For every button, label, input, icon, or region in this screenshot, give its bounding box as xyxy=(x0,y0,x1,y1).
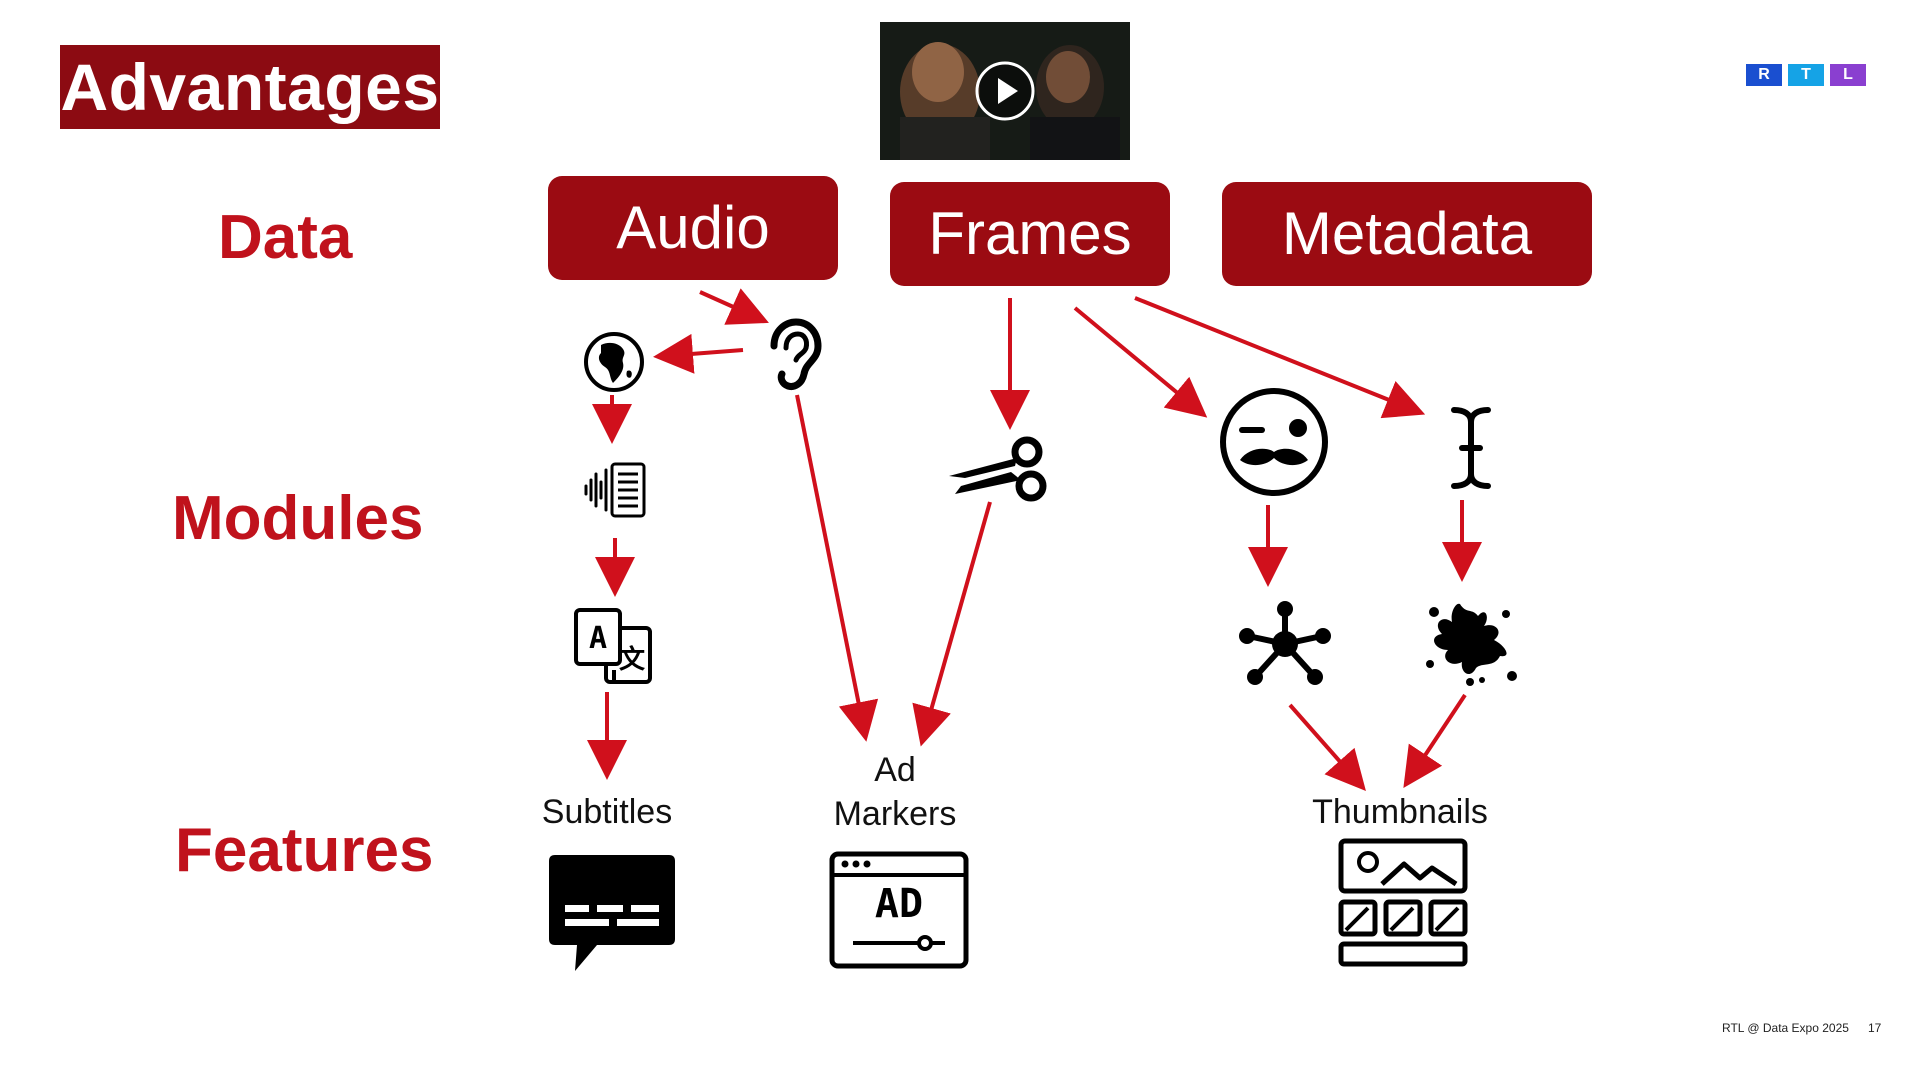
source-audio: Audio xyxy=(548,176,838,280)
svg-text:A: A xyxy=(589,621,607,656)
row-label-data: Data xyxy=(218,203,353,272)
arrow-frames-cursor xyxy=(1134,296,1426,419)
graph-node-icon xyxy=(1239,601,1331,685)
sound-document-icon xyxy=(584,462,646,518)
arrow-splat-thumbnails xyxy=(1403,693,1467,789)
thumbnails-icon xyxy=(1338,838,1468,967)
arrow-graph-thumbnails xyxy=(1288,703,1366,791)
ear-icon xyxy=(770,318,822,390)
arrow-scissors-admarkers xyxy=(912,501,992,747)
ad-marker-icon xyxy=(829,851,969,969)
video-thumbnail[interactable] xyxy=(880,22,1130,160)
svg-text:文: 文 xyxy=(619,644,646,675)
arrow-ear-admarkers xyxy=(795,394,879,742)
source-metadata: Metadata xyxy=(1222,182,1592,286)
logo-letter-r: R xyxy=(1746,64,1782,86)
feature-label-thumbnails: Thumbnails xyxy=(1312,793,1488,831)
scissors-icon xyxy=(949,436,1047,502)
rtl-logo: R T L xyxy=(1746,64,1866,86)
arrow-frames-face xyxy=(1073,306,1208,418)
globe-icon xyxy=(584,332,644,392)
row-label-modules: Modules xyxy=(172,484,424,553)
feature-label-subtitles: Subtitles xyxy=(541,793,673,831)
row-label-features: Features xyxy=(175,816,434,885)
footer-event: RTL @ Data Expo 2025 xyxy=(1722,1021,1849,1035)
mustache-face-icon xyxy=(1220,388,1328,496)
paint-splat-icon xyxy=(1426,603,1517,686)
arrow-audio-ear xyxy=(699,288,769,325)
slide-title: Advantages xyxy=(60,45,440,129)
arrow-ear-globe xyxy=(653,333,744,374)
footer-page-number: 17 xyxy=(1868,1021,1882,1035)
subtitles-icon xyxy=(549,855,675,971)
feature-label-ad-line1: Ad xyxy=(874,751,916,789)
feature-label-ad-line2: Markers xyxy=(833,795,957,833)
logo-letter-l: L xyxy=(1830,64,1866,86)
ad-marker-icon-label: AD xyxy=(874,881,924,927)
translate-icon: A 文 xyxy=(574,608,652,684)
text-cursor-icon xyxy=(1451,407,1491,489)
source-frames: Frames xyxy=(890,182,1170,286)
play-icon[interactable] xyxy=(975,61,1035,121)
logo-letter-t: T xyxy=(1788,64,1824,86)
